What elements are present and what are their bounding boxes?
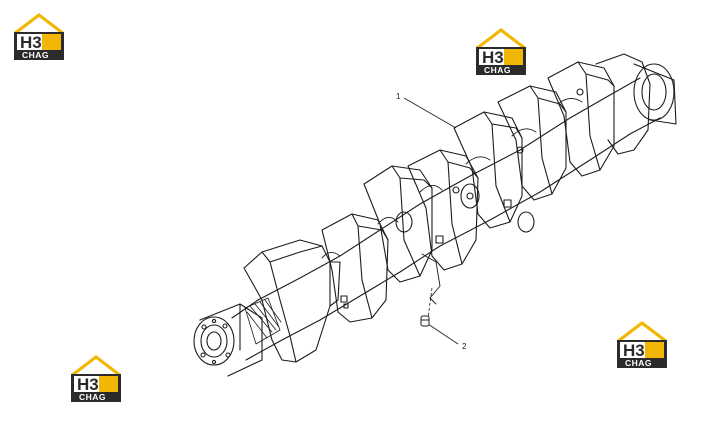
crank-web-2	[321, 213, 389, 323]
brand-logo-watermark: H3 CHAG	[67, 352, 125, 402]
crank-web-6	[497, 85, 567, 233]
plug-part	[420, 315, 430, 327]
logo-text-primary: H3	[77, 375, 99, 394]
logo-text-primary: H3	[482, 48, 504, 67]
counterweight-1	[243, 239, 341, 363]
logo-text-primary: H3	[20, 33, 42, 52]
callout-2: 2	[462, 342, 467, 351]
rear-flange	[595, 53, 677, 155]
logo-text-secondary: CHAG	[22, 50, 49, 60]
crank-web-4	[407, 149, 479, 271]
brand-logo-watermark: H3 CHAG	[472, 25, 530, 75]
counterweight-5	[453, 111, 523, 229]
logo-roof-icon	[617, 321, 667, 344]
logo-roof-icon	[476, 28, 526, 51]
main-journals	[321, 98, 583, 305]
logo-text-secondary: CHAG	[625, 358, 652, 368]
logo-text-secondary: CHAG	[79, 392, 106, 402]
logo-roof-icon	[14, 13, 64, 36]
front-pulley	[193, 303, 263, 377]
brand-logo-watermark: H3 CHAG	[10, 10, 68, 60]
logo-text-secondary: CHAG	[484, 65, 511, 75]
counterweight-7	[547, 61, 615, 177]
plug-guide-line	[427, 287, 433, 319]
timing-gear	[244, 297, 282, 345]
logo-roof-icon	[71, 355, 121, 378]
brand-logo-watermark: H3 CHAG	[613, 318, 671, 368]
logo-text-primary: H3	[623, 341, 645, 360]
counterweight-3	[363, 165, 433, 283]
leader-line-1	[403, 97, 457, 129]
leader-line-2	[427, 323, 459, 345]
callout-1: 1	[396, 92, 401, 101]
